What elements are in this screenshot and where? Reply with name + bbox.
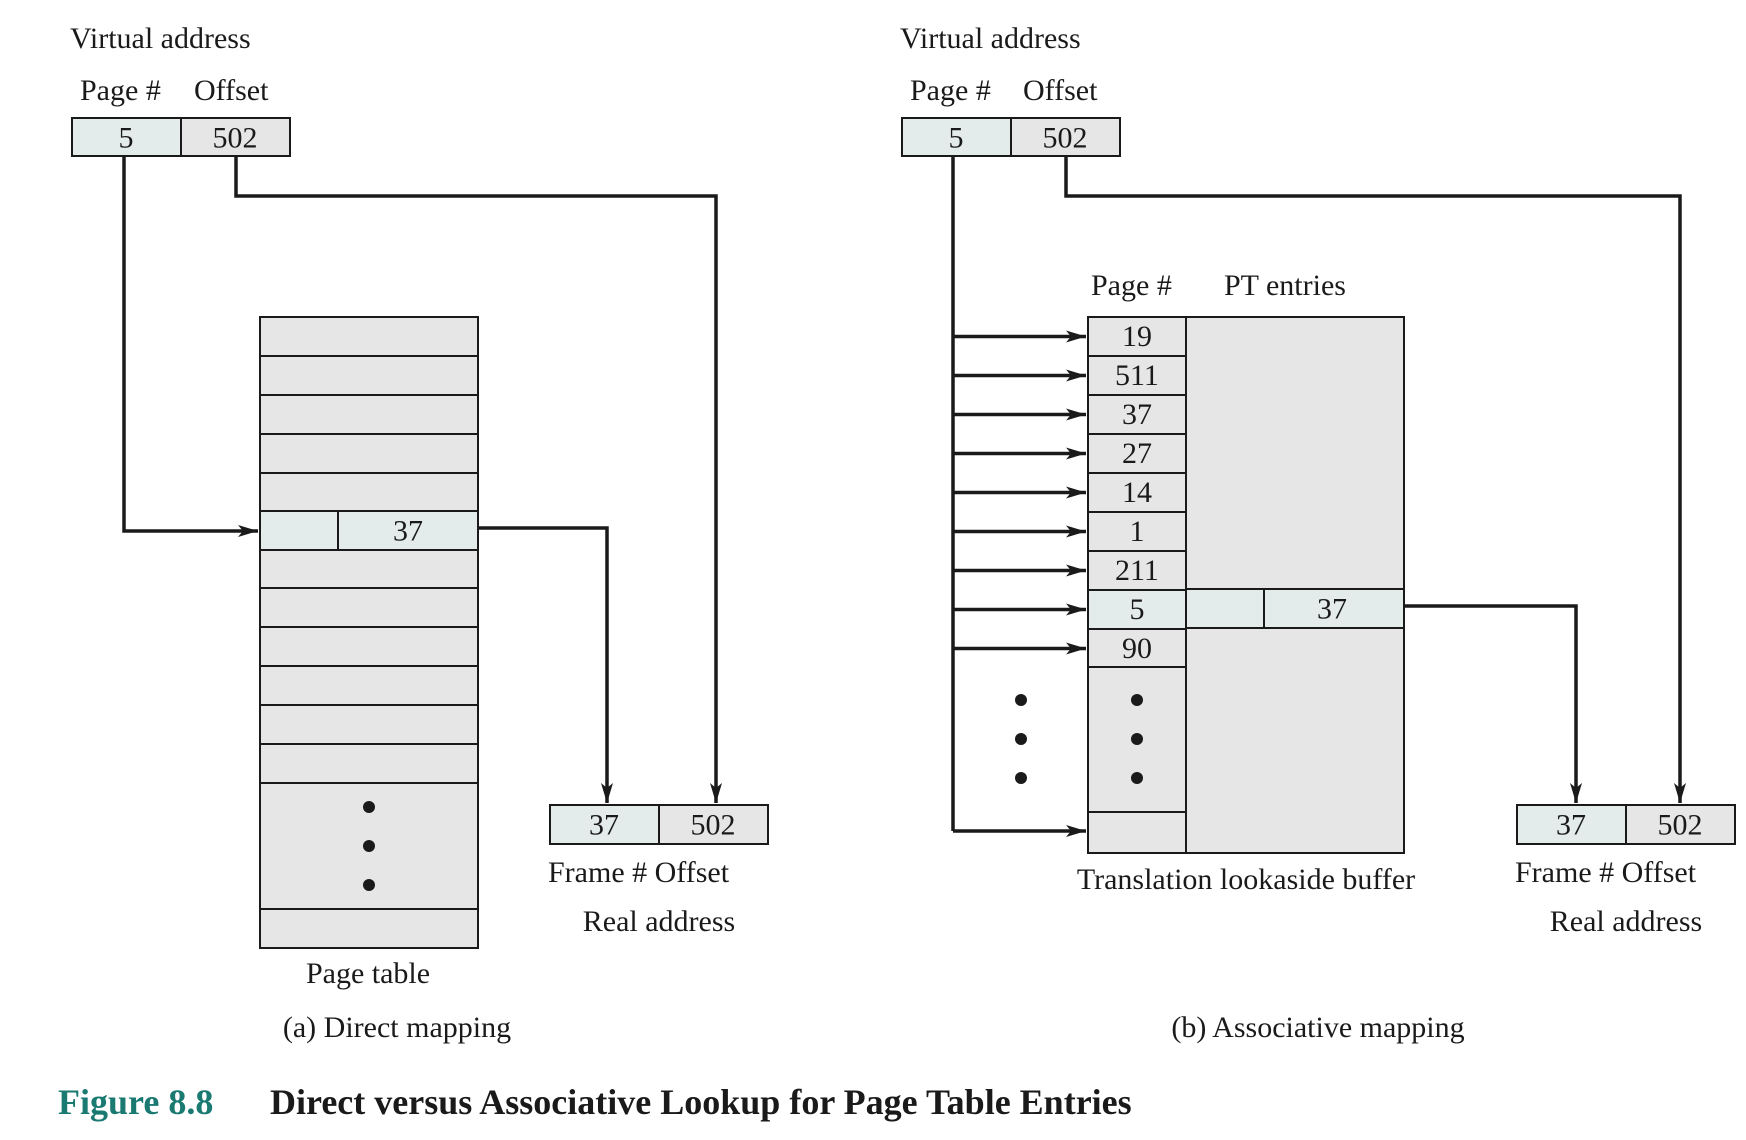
tlb-page-column: 19 511 37 27 14 1 211 5 90 [1087, 316, 1187, 669]
tlb-match-frame [1263, 588, 1405, 629]
tlb-page-value: 5 [1130, 593, 1145, 626]
tlb-search-arrows [951, 157, 1086, 837]
ellipsis-dot [363, 879, 375, 891]
assoc-offset-label: Offset [1023, 74, 1098, 107]
direct-real-offset-cell [658, 804, 769, 845]
tlb-page-cell [1087, 472, 1187, 513]
figure-title: Direct versus Associative Lookup for Pag… [270, 1082, 1132, 1122]
direct-page-label: Page # [80, 74, 161, 107]
assoc-offset-value: 502 [1043, 122, 1088, 155]
assoc-page-value: 5 [949, 122, 964, 155]
figure-caption: Figure 8.8 Direct versus Associative Loo… [58, 1082, 1132, 1122]
tlb-page-header: Page # [1091, 269, 1172, 302]
direct-page-value: 5 [119, 122, 134, 155]
assoc-real-offset-value: 502 [1658, 809, 1703, 842]
ellipsis-dot [1131, 733, 1143, 745]
assoc-page-label: Page # [910, 74, 991, 107]
assoc-frame-cell [1516, 804, 1627, 845]
tlb-page-value: 511 [1115, 359, 1159, 392]
ellipsis-dot [363, 840, 375, 852]
assoc-offset-cell [1010, 117, 1121, 157]
translation-lookaside-buffer: 19 511 37 27 14 1 211 5 90 37 [1087, 316, 1405, 854]
tlb-page-cell [1087, 394, 1187, 435]
direct-real-offset-value: 502 [691, 809, 736, 842]
assoc-frame-offset-label: Frame # Offset [1515, 856, 1697, 889]
ellipsis-dot [1015, 733, 1027, 745]
assoc-frame-value: 37 [1556, 809, 1586, 842]
direct-virtual-address-box: 5 502 [71, 117, 291, 157]
direct-frame-offset-label: Frame # Offset [548, 856, 730, 889]
tlb-to-frame-arrow [1404, 604, 1582, 803]
tlb-match-key [1185, 588, 1265, 629]
direct-offset-cell [180, 117, 291, 157]
ellipsis-dot [1015, 694, 1027, 706]
tlb-page-value: 37 [1122, 398, 1152, 431]
tlb-page-value: 14 [1122, 476, 1152, 509]
tlb-match-value: 37 [1317, 593, 1347, 626]
page-table: 37 [259, 316, 479, 949]
tlb-page-cell [1087, 433, 1187, 474]
assoc-offset-arrow [1064, 157, 1686, 803]
direct-offset-value: 502 [213, 122, 258, 155]
assoc-real-address-box: 37 502 [1516, 804, 1736, 845]
direct-page-cell [71, 117, 182, 157]
assoc-real-address-label: Real address [1550, 905, 1702, 938]
ellipsis-dot [1131, 694, 1143, 706]
page-table-label: Page table [306, 957, 430, 990]
page-table-entry-value: 37 [393, 515, 423, 548]
direct-frame-value: 37 [589, 809, 619, 842]
tlb-page-value: 90 [1122, 632, 1152, 665]
page-table-entry-key [259, 510, 339, 551]
direct-offset-label: Offset [194, 74, 269, 107]
table-to-frame-arrow [478, 526, 613, 803]
figure-number: Figure 8.8 [58, 1082, 213, 1122]
tlb-page-value: 27 [1122, 437, 1152, 470]
direct-subcaption: (a) Direct mapping [283, 1011, 511, 1044]
tlb-page-cell [1087, 511, 1187, 552]
tlb-page-value: 1 [1130, 515, 1145, 548]
tlb-page-cell [1087, 550, 1187, 591]
associative-subcaption: (b) Associative mapping [1171, 1011, 1464, 1044]
tlb-label: Translation lookaside buffer [1077, 863, 1415, 896]
tlb-pt-entries-header: PT entries [1224, 269, 1346, 302]
tlb-page-value: 19 [1122, 320, 1152, 353]
direct-frame-cell [549, 804, 660, 845]
direct-real-address-label: Real address [583, 905, 735, 938]
direct-virtual-address-label: Virtual address [70, 22, 251, 55]
tlb-page-cell [1087, 355, 1187, 396]
assoc-real-offset-cell [1625, 804, 1736, 845]
page-to-table-arrow [122, 157, 258, 537]
tlb-page-cell [1087, 316, 1187, 357]
associative-mapping-panel: Virtual address Page # Offset 5 502 Page… [900, 22, 1736, 1044]
tlb-pt-entries-column [1185, 316, 1405, 854]
direct-offset-arrow [234, 157, 722, 803]
assoc-virtual-address-box: 5 502 [901, 117, 1121, 157]
ellipsis-dot [1015, 772, 1027, 784]
tlb-page-value: 211 [1115, 554, 1159, 587]
ellipsis-dot [1131, 772, 1143, 784]
assoc-virtual-address-label: Virtual address [900, 22, 1081, 55]
direct-mapping-panel: Virtual address Page # Offset 5 502 37 [70, 22, 769, 1044]
direct-real-address-box: 37 502 [549, 804, 769, 845]
ellipsis-dot [363, 801, 375, 813]
